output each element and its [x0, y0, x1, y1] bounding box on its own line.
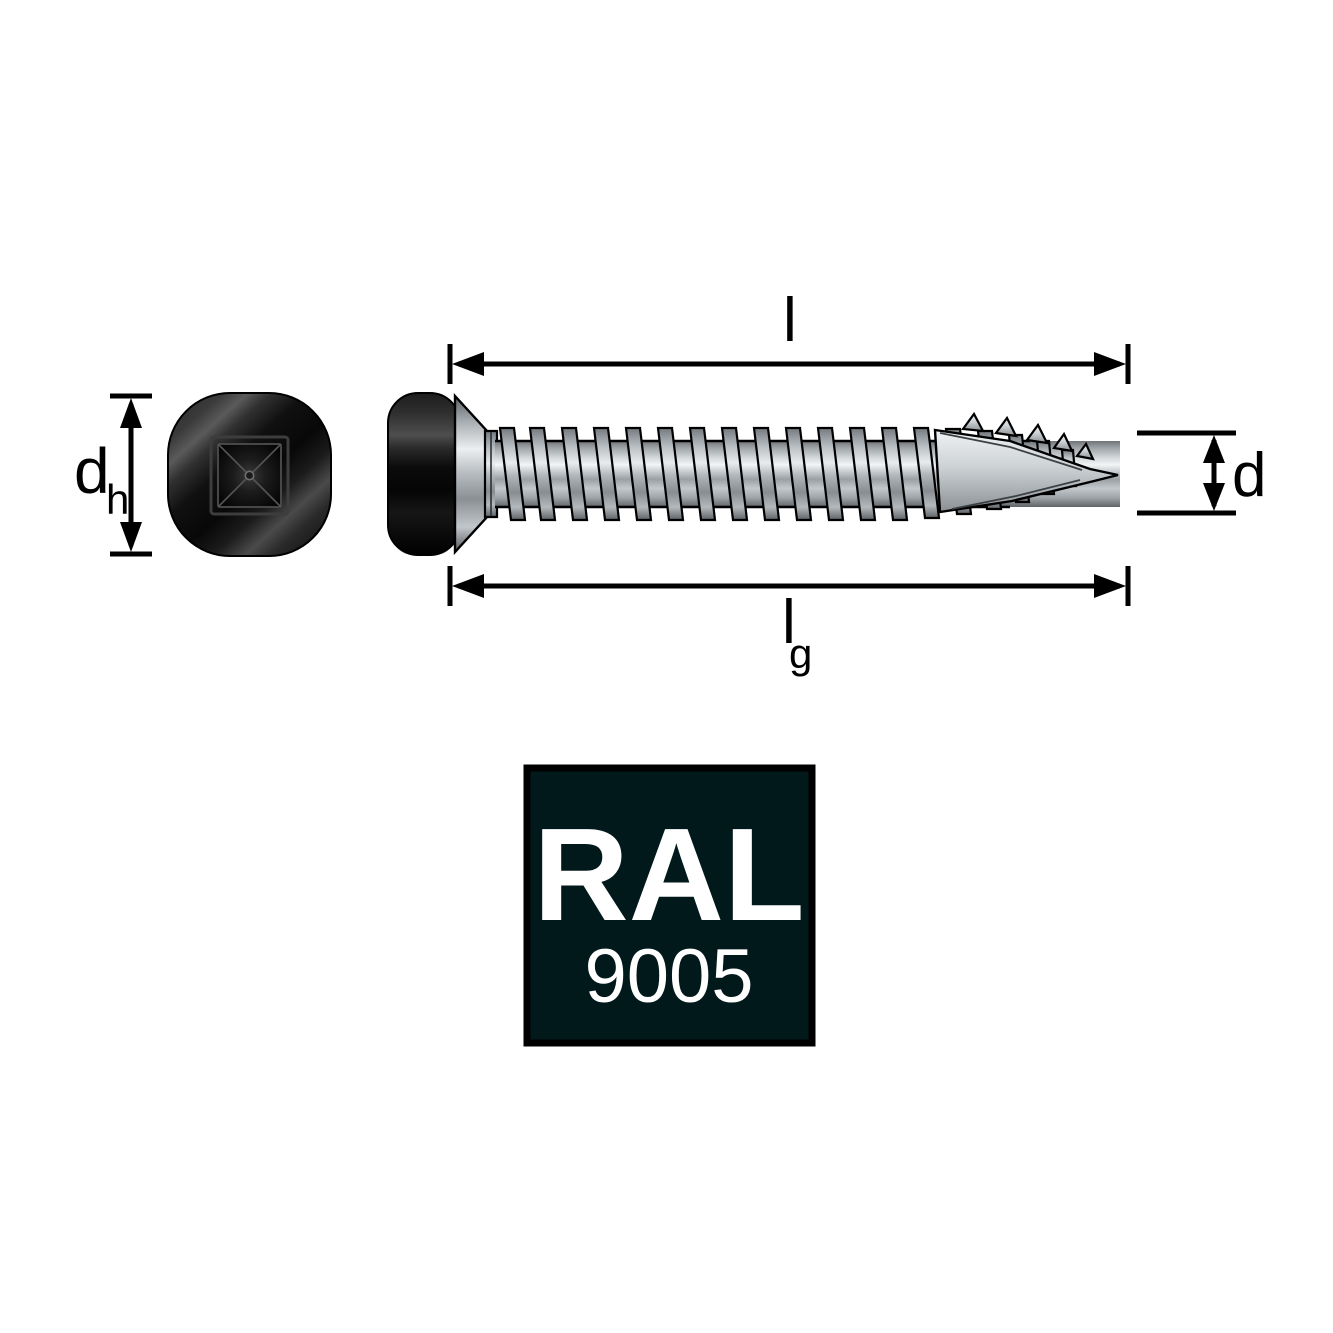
l-symbol: l: [783, 286, 797, 355]
screw-tip-cone: [933, 428, 1119, 514]
l-arrowhead-right: [1094, 352, 1126, 376]
thread-turn: [912, 426, 941, 520]
d-arrowhead-top: [1203, 435, 1225, 463]
ral-swatch-background: [523, 764, 816, 1047]
thread-turn: [880, 426, 909, 522]
d-symbol: d: [1232, 441, 1266, 510]
drive-socket-rim: [209, 435, 290, 516]
l-arrowhead-left: [452, 352, 484, 376]
dimension-dh-label: d h: [74, 435, 129, 523]
d-arrowhead-bottom: [1203, 483, 1225, 511]
thread-turn: [848, 426, 877, 522]
thread-turn: [816, 426, 845, 522]
screw-head-side: [387, 392, 461, 556]
screw-tip-serrations: [960, 411, 1095, 461]
lg-subscript: g: [789, 630, 812, 677]
tip-serration: [1025, 422, 1049, 445]
tip-helix-line: [951, 479, 1081, 510]
tip-serration: [1052, 431, 1074, 453]
dimension-lg: [447, 566, 1131, 606]
thread-turn: [688, 426, 717, 522]
screw-head-front-view: [167, 392, 332, 557]
thread-turn: [784, 426, 813, 522]
lg-arrowhead-left: [452, 574, 484, 598]
thread-turn: [624, 426, 653, 522]
thread-turn: [498, 426, 527, 522]
dh-arrowhead-top: [120, 398, 142, 428]
drive-socket-center: [244, 470, 255, 481]
dh-subscript: h: [106, 476, 129, 523]
thread-turn: [592, 426, 621, 522]
tip-serration: [1075, 441, 1095, 461]
ral-brand-text: RAL: [533, 801, 804, 948]
dimension-l: [447, 344, 1131, 384]
lg-arrowhead-right: [1094, 574, 1126, 598]
dimension-lg-label: l g: [782, 588, 812, 677]
screw-side-view: [387, 392, 1120, 556]
thread-turn: [752, 426, 781, 522]
thread-turn: [528, 426, 557, 522]
screw-neck-cone: [453, 392, 489, 556]
dh-arrowhead-bottom: [120, 522, 142, 552]
ral-color-swatch: RAL 9005: [523, 764, 816, 1047]
tip-serration: [960, 411, 985, 433]
dimension-d: [1137, 430, 1236, 516]
tip-serration: [994, 415, 1018, 438]
tip-helix-line: [939, 432, 1083, 471]
lg-symbol: l: [782, 588, 796, 657]
thread-turn: [560, 426, 589, 522]
dimension-dh: [110, 393, 152, 557]
ral-code-text: 9005: [584, 934, 753, 1019]
thread-turn: [656, 426, 685, 522]
thread-turn: [720, 426, 749, 522]
dh-symbol: d: [74, 435, 110, 507]
screw-tip-helix-lines: [939, 432, 1083, 510]
